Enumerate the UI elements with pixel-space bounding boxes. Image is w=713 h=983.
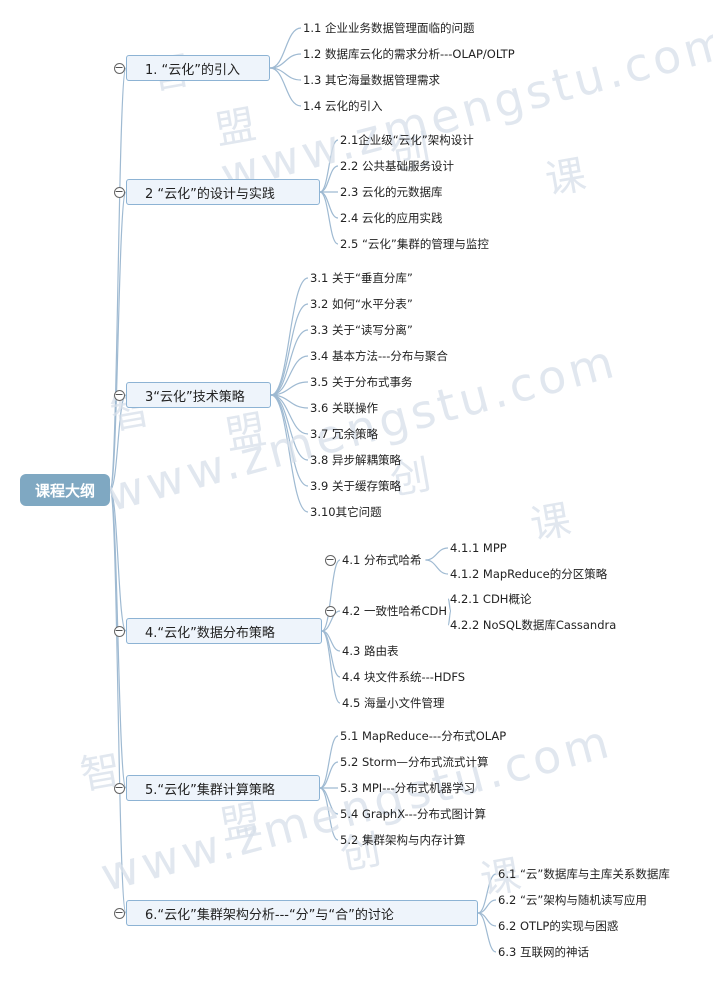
collapse-toggle-branch-1[interactable] — [113, 62, 125, 74]
connector-line — [321, 630, 341, 704]
topic-item[interactable]: 3.9 关于缓存策略 — [310, 479, 401, 493]
topic-item[interactable]: 5.1 MapReduce---分布式OLAP — [340, 729, 507, 743]
branch-node-4[interactable]: 4.“云化”数据分布策略 — [126, 618, 322, 644]
connector-line — [319, 735, 339, 789]
connector-line — [319, 787, 339, 841]
connector-line — [269, 67, 302, 81]
subtopic-item[interactable]: 4.1.1 MPP — [450, 541, 507, 555]
connector-line — [109, 394, 127, 491]
connector-line — [425, 559, 449, 575]
collapse-toggle-branch-6[interactable] — [113, 907, 125, 919]
topic-item[interactable]: 5.2 集群架构与内存计算 — [340, 833, 466, 847]
topic-item[interactable]: 3.7 冗余策略 — [310, 427, 378, 441]
topic-item[interactable]: 4.4 块文件系统---HDFS — [342, 670, 466, 684]
topic-item[interactable]: 1.2 数据库云化的需求分析---OLAP/OLTP — [303, 47, 515, 61]
watermark-char: 课 — [542, 151, 590, 205]
topic-item[interactable]: 3.8 异步解耦策略 — [310, 453, 401, 467]
connector-line — [319, 139, 339, 193]
branch-node-1[interactable]: 1. “云化”的引入 — [126, 55, 270, 81]
connector-line — [321, 630, 341, 678]
connector-line — [109, 489, 127, 914]
connector-line — [270, 394, 309, 461]
root-node[interactable]: 课程大纲 — [20, 474, 110, 506]
topic-item[interactable]: 2.2 公共基础服务设计 — [340, 159, 454, 173]
connector-line — [270, 329, 309, 396]
connector-line — [321, 630, 341, 652]
connector-line — [270, 303, 309, 396]
collapse-toggle-branch-5[interactable] — [113, 782, 125, 794]
connector-line — [319, 165, 339, 193]
connector-line — [269, 53, 302, 69]
connector-line — [321, 559, 341, 632]
branch-node-3[interactable]: 3“云化”技术策略 — [126, 382, 271, 408]
topic-item[interactable]: 2.4 云化的应用实践 — [340, 211, 443, 225]
connector-line — [270, 355, 309, 396]
topic-item[interactable]: 4.2 一致性哈希CDH — [342, 604, 447, 618]
connector-line — [109, 191, 127, 491]
collapse-toggle-subtopic[interactable] — [324, 554, 336, 566]
topic-item[interactable]: 5.3 MPI---分布式机器学习 — [340, 781, 476, 795]
collapse-toggle-branch-3[interactable] — [113, 389, 125, 401]
topic-item[interactable]: 6.2 “云”架构与随机读写应用 — [498, 893, 647, 907]
collapse-toggle-subtopic[interactable] — [324, 605, 336, 617]
connector-line — [319, 761, 339, 789]
branch-node-2[interactable]: 2 “云化”的设计与实践 — [126, 179, 320, 205]
topic-item[interactable]: 5.2 Storm—分布式流式计算 — [340, 755, 489, 769]
watermark-char: 课 — [527, 496, 575, 550]
topic-item[interactable]: 1.3 其它海量数据管理需求 — [303, 73, 440, 87]
watermark-char: 创 — [387, 451, 435, 505]
topic-item[interactable]: 3.5 关于分布式事务 — [310, 375, 413, 389]
topic-item[interactable]: 4.3 路由表 — [342, 644, 399, 658]
connector-line — [269, 27, 302, 69]
connector-line — [477, 899, 497, 914]
connector-line — [319, 191, 339, 245]
connector-line — [270, 394, 309, 409]
connector-line — [109, 489, 127, 789]
topic-item[interactable]: 1.4 云化的引入 — [303, 99, 383, 113]
topic-item[interactable]: 4.1 分布式哈希 — [342, 553, 422, 567]
collapse-toggle-branch-2[interactable] — [113, 186, 125, 198]
topic-item[interactable]: 5.4 GraphX---分布式图计算 — [340, 807, 486, 821]
topic-item[interactable]: 3.1 关于“垂直分库” — [310, 271, 413, 285]
subtopic-item[interactable]: 4.2.1 CDH概论 — [450, 592, 532, 606]
topic-item[interactable]: 1.1 企业业务数据管理面临的问题 — [303, 21, 475, 35]
connector-line — [319, 191, 339, 219]
topic-item[interactable]: 6.2 OTLP的实现与困惑 — [498, 919, 619, 933]
connector-line — [269, 67, 302, 107]
connector-line — [319, 787, 339, 815]
topic-item[interactable]: 6.3 互联网的神话 — [498, 945, 589, 959]
topic-item[interactable]: 2.3 云化的元数据库 — [340, 185, 443, 199]
connector-line — [109, 489, 127, 632]
branch-node-6[interactable]: 6.“云化”集群架构分析---“分”与“合”的讨论 — [126, 900, 478, 926]
watermark-char: 盟 — [212, 101, 260, 155]
topic-item[interactable]: 6.1 “云”数据库与主库关系数据库 — [498, 867, 670, 881]
topic-item[interactable]: 4.5 海量小文件管理 — [342, 696, 445, 710]
topic-item[interactable]: 3.10其它问题 — [310, 505, 382, 519]
connector-line — [477, 912, 497, 927]
subtopic-item[interactable]: 4.2.2 NoSQL数据库Cassandra — [450, 618, 617, 632]
connector-line — [270, 394, 309, 513]
connector-line — [477, 912, 497, 953]
connector-line — [270, 381, 309, 396]
connector-line — [270, 394, 309, 487]
watermark-url: www.zmengstu.com — [215, 13, 713, 203]
collapse-toggle-branch-4[interactable] — [113, 625, 125, 637]
topic-item[interactable]: 2.1企业级“云化”架构设计 — [340, 133, 474, 147]
topic-item[interactable]: 3.4 基本方法---分布与聚合 — [310, 349, 448, 363]
connector-line — [477, 873, 497, 914]
topic-item[interactable]: 3.2 如何“水平分表” — [310, 297, 413, 311]
connector-line — [270, 394, 309, 435]
connector-line — [109, 67, 127, 491]
connector-line — [425, 547, 449, 561]
subtopic-item[interactable]: 4.1.2 MapReduce的分区策略 — [450, 567, 608, 581]
topic-item[interactable]: 2.5 “云化”集群的管理与监控 — [340, 237, 489, 251]
connector-line — [270, 277, 309, 396]
watermark-char: 创 — [337, 826, 385, 880]
topic-item[interactable]: 3.6 关联操作 — [310, 401, 378, 415]
branch-node-5[interactable]: 5.“云化”集群计算策略 — [126, 775, 320, 801]
topic-item[interactable]: 3.3 关于“读写分离” — [310, 323, 413, 337]
